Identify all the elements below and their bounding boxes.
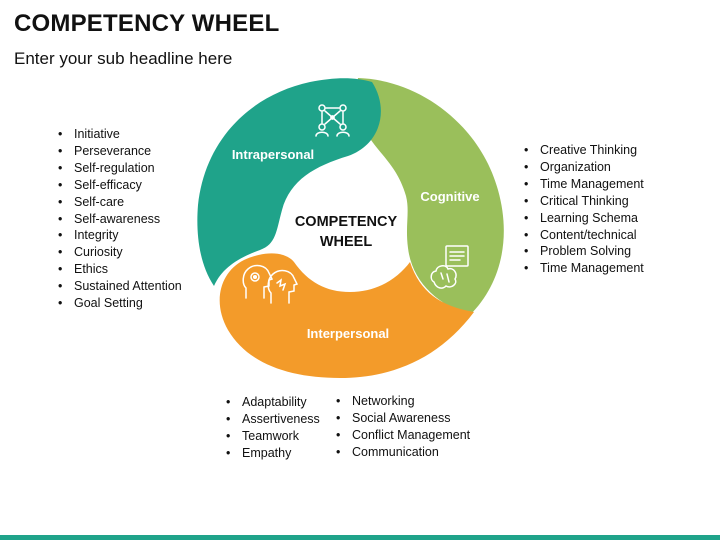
list-item: Integrity — [56, 227, 182, 244]
list-item: Goal Setting — [56, 295, 182, 312]
list-item: Communication — [334, 444, 470, 461]
intrapersonal-segment[interactable] — [197, 78, 381, 286]
list-item: Assertiveness — [224, 411, 320, 428]
list-item: Self-efficacy — [56, 177, 182, 194]
brain-document-icon — [430, 245, 469, 289]
cognitive-list: Creative Thinking Organization Time Mana… — [522, 142, 644, 277]
list-item: Organization — [522, 159, 644, 176]
list-item: Social Awareness — [334, 410, 470, 427]
cognitive-segment[interactable] — [356, 78, 504, 315]
page-subtitle: Enter your sub headline here — [14, 49, 233, 68]
list-item: Creative Thinking — [522, 142, 644, 159]
list-item: Perseverance — [56, 143, 182, 160]
list-item: Self-awareness — [56, 211, 182, 228]
list-item: Time Management — [522, 260, 644, 277]
list-item: Adaptability — [224, 394, 320, 411]
interpersonal-list-col1: Adaptability Assertiveness Teamwork Empa… — [224, 394, 320, 462]
list-item: Learning Schema — [522, 210, 644, 227]
list-item: Critical Thinking — [522, 193, 644, 210]
wheel-center — [285, 165, 407, 287]
interpersonal-list-col2: Networking Social Awareness Conflict Man… — [334, 393, 470, 461]
network-people-icon — [315, 104, 350, 137]
list-item: Sustained Attention — [56, 278, 182, 295]
list-item: Time Management — [522, 176, 644, 193]
list-item: Curiosity — [56, 244, 182, 261]
list-item: Self-care — [56, 194, 182, 211]
list-item: Conflict Management — [334, 427, 470, 444]
list-item: Teamwork — [224, 428, 320, 445]
list-item: Content/technical — [522, 227, 644, 244]
wheel-center-line1: COMPETENCY — [295, 214, 398, 230]
list-item: Empathy — [224, 445, 320, 462]
list-item: Ethics — [56, 261, 182, 278]
intrapersonal-list: Initiative Perseverance Self-regulation … — [56, 126, 182, 312]
list-item: Networking — [334, 393, 470, 410]
head-gears-icon — [242, 264, 299, 304]
intrapersonal-label: Intrapersonal — [232, 147, 314, 162]
wheel-center-line2: WHEEL — [320, 234, 373, 250]
interpersonal-label: Interpersonal — [307, 326, 389, 341]
footer-accent-bar — [0, 535, 720, 540]
list-item: Problem Solving — [522, 243, 644, 260]
list-item: Self-regulation — [56, 160, 182, 177]
list-item: Initiative — [56, 126, 182, 143]
cognitive-label: Cognitive — [420, 189, 479, 204]
page-title: COMPETENCY WHEEL — [14, 10, 280, 37]
